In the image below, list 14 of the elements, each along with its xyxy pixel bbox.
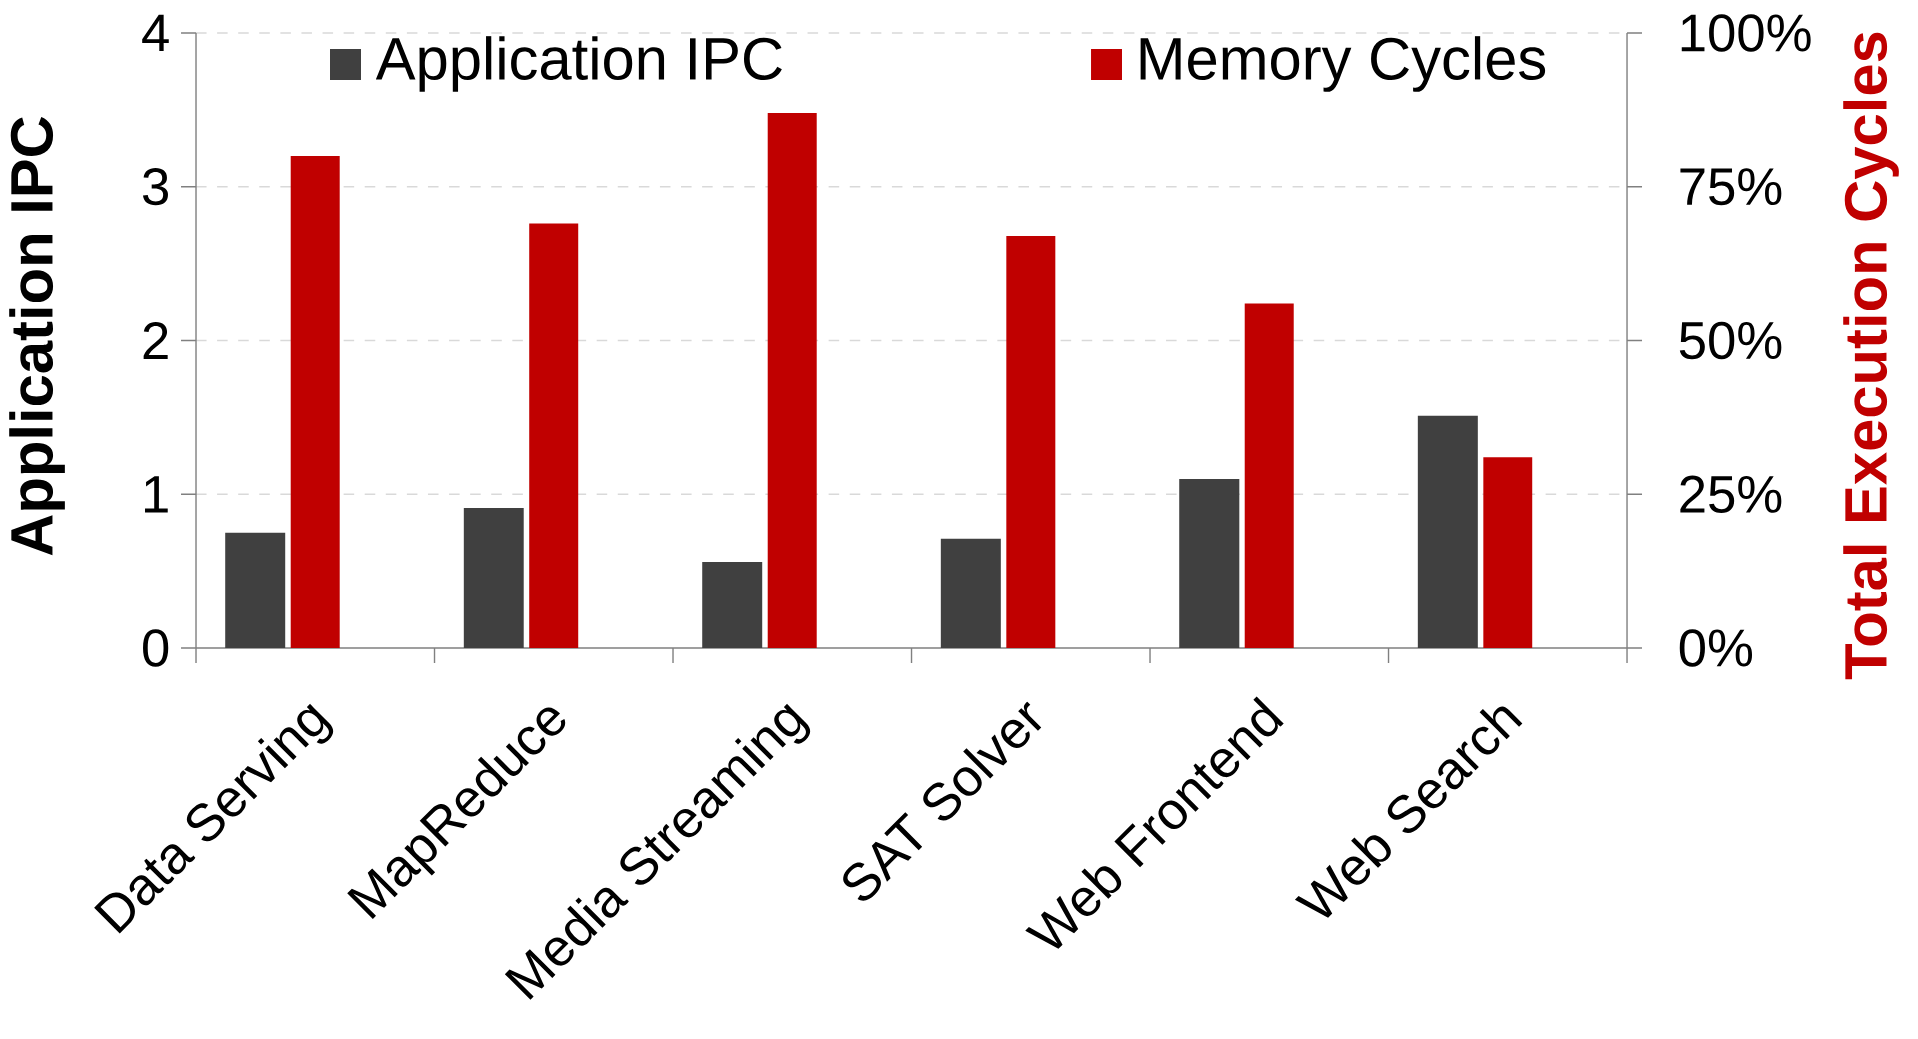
tick-label: 4	[142, 14, 169, 52]
tick-label: 100%	[1681, 14, 1811, 52]
legend-label: Memory Cycles	[1140, 36, 1546, 92]
tick-label: 1	[145, 476, 168, 513]
axis-title: Application IPC	[9, 116, 65, 556]
tick-label: 0%	[1679, 629, 1752, 667]
tick-label: 3	[142, 168, 168, 206]
tick-label: 0	[143, 629, 169, 667]
tick-label: 75%	[1680, 168, 1782, 206]
tick-label: 2	[143, 322, 168, 359]
legend-label: Application IPC	[375, 36, 782, 92]
tick-label: 25%	[1680, 475, 1782, 513]
tick-label: 50%	[1679, 321, 1782, 360]
axis-title: Total Execution Cycles	[1843, 32, 1899, 680]
